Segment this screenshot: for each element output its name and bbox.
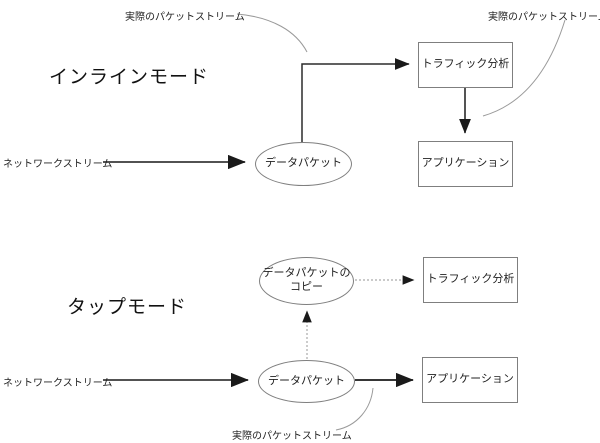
inline-packet-to-analysis-connector [301,58,410,142]
tap-packet-copy-ellipse: データパケットの コピー [259,257,354,305]
tap-data-packet-ellipse: データパケット [258,360,355,403]
tap-packet-copy-label-line2: コピー [290,281,323,293]
tap-application-box: アプリケーション [422,357,518,403]
tap-packet-copy-label: データパケットの コピー [263,267,351,295]
inline-traffic-analysis-box: トラフィック分析 [418,42,513,88]
inline-application-box: アプリケーション [418,141,513,187]
annotation-actual-packet-stream-top-left: 実際のパケットストリーム [125,12,245,23]
tap-application-label: アプリケーション [426,373,514,386]
inline-traffic-analysis-label: トラフィック分析 [421,58,510,71]
tap-traffic-analysis-label: トラフィック分析 [426,273,515,286]
inline-data-packet-label: データパケット [265,157,342,170]
tap-network-stream-label: ネットワークストリーム [3,378,113,389]
inline-application-label: アプリケーション [421,157,510,170]
tap-traffic-analysis-box: トラフィック分析 [423,257,518,303]
inline-network-stream-label: ネットワークストリーム [3,159,113,170]
annotation-curve-bottom [335,387,374,431]
annotation-curve-top-left [236,13,308,53]
annotation-actual-packet-stream-bottom: 実際のパケットストリーム [232,431,352,442]
annotation-actual-packet-stream-top-right: 実際のパケットストリーム [488,12,600,23]
tap-data-packet-label: データパケット [268,374,345,387]
tap-mode-title: タップモード [67,297,188,318]
annotation-curve-top-right [482,19,566,117]
inline-mode-title: インラインモード [49,67,210,88]
inline-data-packet-ellipse: データパケット [255,142,352,186]
tap-packet-copy-label-line1: データパケットの [262,267,351,280]
